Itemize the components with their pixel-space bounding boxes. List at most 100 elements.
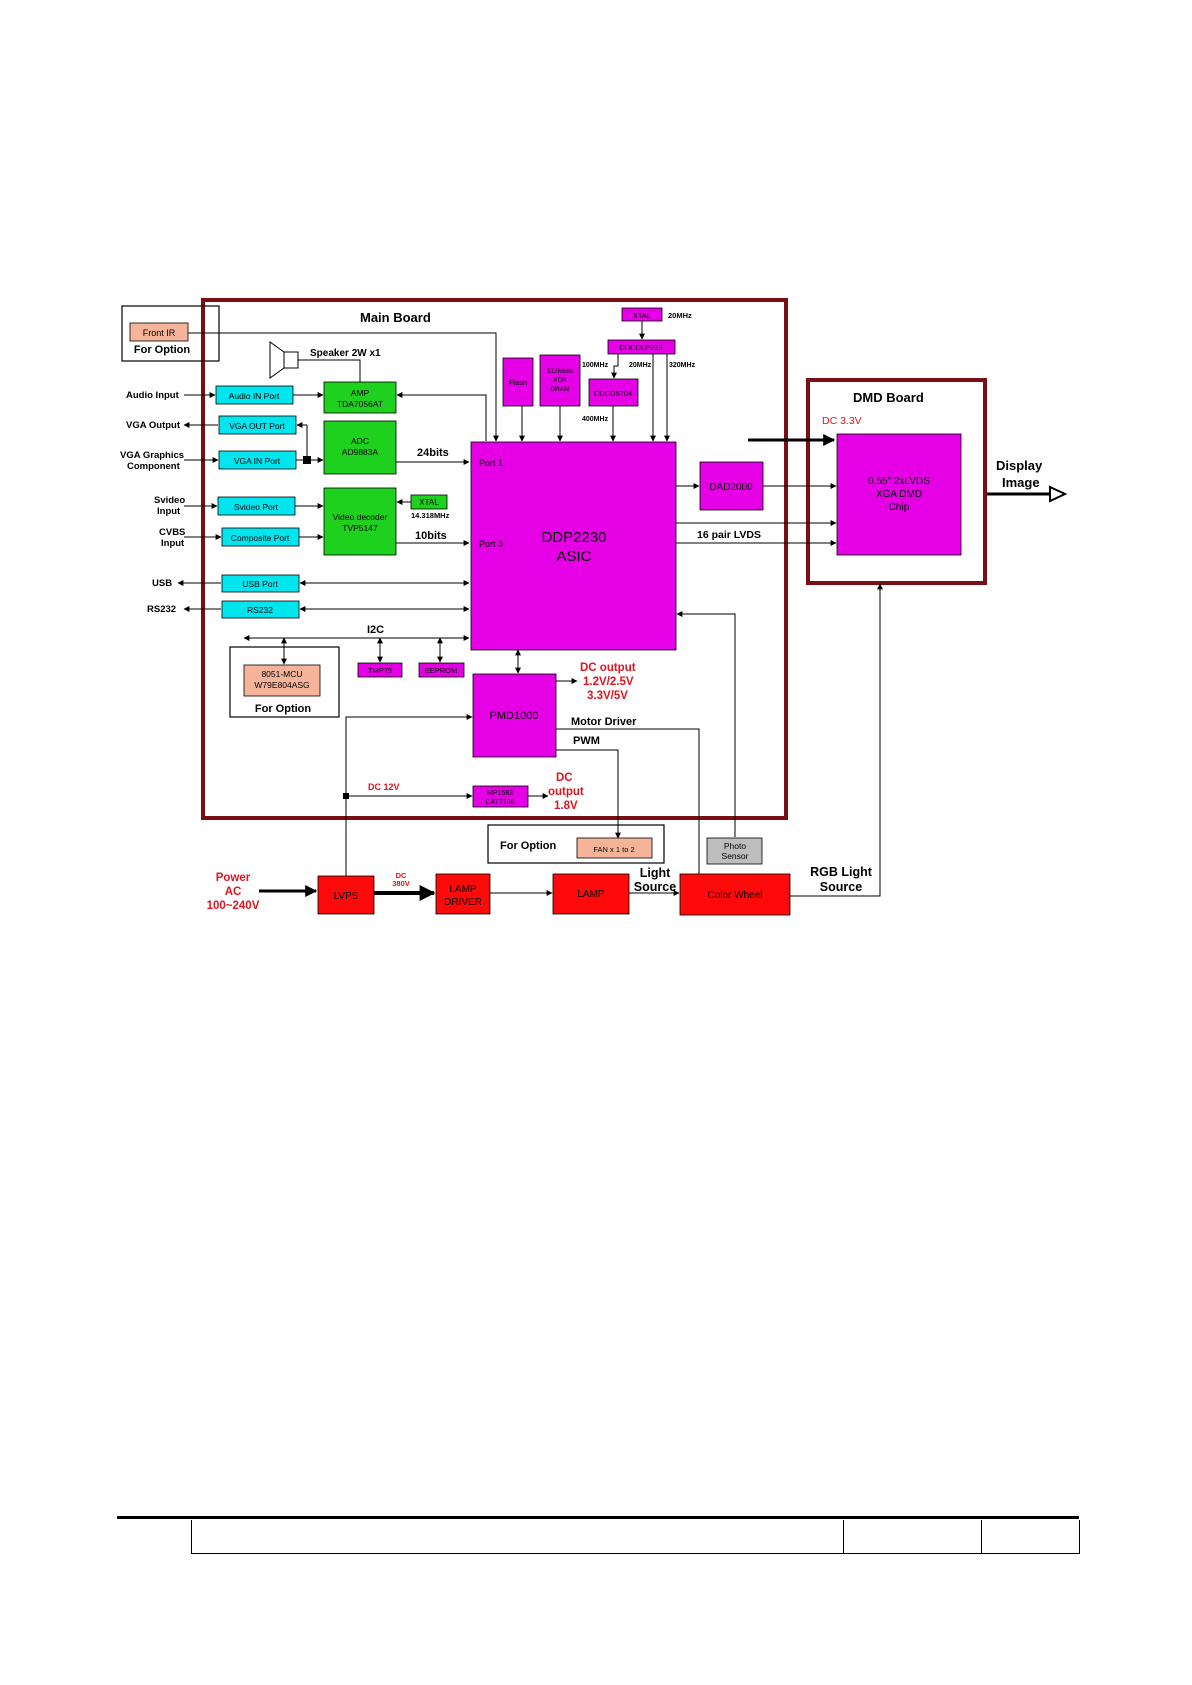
dc-output-2-a: DC	[556, 772, 573, 784]
pwm-line	[556, 749, 621, 839]
display-label-2: Image	[1002, 475, 1040, 490]
front-ir-label: Front IR	[143, 328, 176, 338]
flash-block	[502, 357, 534, 407]
usb-port-label: USB Port	[242, 579, 278, 589]
rgb-label-2: Source	[820, 880, 862, 894]
svideo-label: Svideo	[154, 495, 185, 506]
lvds16-label: 16 pair LVDS	[697, 529, 761, 541]
dc-output-1-v1: 1.2V/2.5V	[583, 676, 634, 688]
lamp-label: LAMP	[577, 889, 605, 900]
main-board-label: Main Board	[360, 310, 431, 325]
rgb-light-line	[790, 583, 883, 897]
color-wheel-block	[679, 873, 791, 916]
xtal-top-freq: 20MHz	[668, 311, 692, 320]
dc-output-1-v2: 3.3V/5V	[587, 690, 628, 702]
bits10-label: 10bits	[415, 530, 447, 542]
vga-switch-node	[303, 456, 311, 464]
vga-graphics-label: VGA Graphics	[120, 450, 184, 461]
main-board-outline	[201, 298, 788, 820]
dmd-chip-label-2: XGA DMD	[876, 489, 922, 500]
front-ir-for-option: For Option	[134, 344, 190, 356]
ddr-block	[539, 354, 581, 407]
mp1583-label-2: CAT7106	[485, 799, 514, 806]
dmd-board-label: DMD Board	[853, 390, 924, 405]
freq-20-label: 20MHz	[629, 362, 652, 369]
mcu-label-2: W79E804ASG	[254, 680, 309, 690]
adc-block	[323, 420, 397, 475]
vga-out-port-label: VGA OUT Port	[229, 421, 285, 431]
svideo-input-label: Input	[157, 506, 181, 517]
dc380-label-1: DC	[396, 871, 407, 880]
mcu-option-frame	[229, 646, 340, 718]
video-decoder-label-1: Video decoder	[333, 512, 388, 522]
front-ir-line	[188, 332, 499, 442]
cdcdlp-to-cdcd5704	[611, 354, 619, 379]
eeprom-block	[418, 662, 465, 678]
freq-400-label: 400MHz	[582, 416, 609, 423]
fan-option-frame	[487, 824, 665, 864]
fan-block	[576, 837, 653, 859]
photo-sensor-label-2: Sensor	[722, 851, 749, 861]
xtal-small-label: XTAL	[419, 498, 439, 507]
light-source-label-2: Source	[634, 880, 676, 894]
ddr-label-3: DRAM	[550, 386, 569, 393]
dmd-chip-block	[836, 433, 962, 556]
dad2000-block	[699, 461, 764, 511]
bits24-label: 24bits	[417, 447, 449, 459]
color-wheel-label: Color Wheel	[707, 890, 762, 901]
lamp-driver-block	[435, 873, 491, 915]
rs232-label: RS232	[147, 604, 176, 615]
tmp75-block	[357, 662, 403, 678]
dmd-chip-label-1: 0.55" 2xLVDS	[868, 476, 930, 487]
cvbs-input-label: Input	[161, 538, 185, 549]
mcu-block	[243, 664, 321, 697]
dc12v-node	[343, 793, 349, 799]
dc380-label-2: 380V	[392, 879, 410, 888]
display-label-1: Display	[996, 458, 1043, 473]
lamp-block	[552, 873, 630, 915]
amp-label-1: AMP	[351, 388, 370, 398]
mcu-for-option: For Option	[255, 703, 311, 715]
dmd-chip-label-3: Chip	[889, 502, 910, 513]
lvps-label: LVPS	[334, 891, 359, 902]
speaker-label: Speaker 2W x1	[310, 348, 381, 359]
rs232-port-block	[221, 600, 300, 619]
amp-block	[323, 381, 397, 414]
xtal-small-freq: 14.318MHz	[411, 511, 450, 520]
composite-port-label: Composite Port	[231, 533, 290, 543]
power-label-3: 100~240V	[207, 900, 260, 912]
port1-label: Port 1	[479, 458, 503, 468]
video-decoder-label-2: TVP5147	[342, 523, 378, 533]
dc33-label: DC 3.3V	[822, 415, 862, 427]
usb-port-block	[221, 574, 300, 593]
adc-label-1: ADC	[351, 436, 369, 446]
photo-sensor-line	[676, 611, 736, 837]
dad2000-label: DAD2000	[709, 482, 753, 493]
rgb-label-1: RGB Light	[810, 865, 873, 879]
vga-out-port-block	[218, 415, 297, 435]
footer-cell-right	[982, 1520, 1079, 1553]
dc12v-label: DC 12V	[368, 782, 400, 792]
pmd1000-label: PMD1000	[490, 710, 539, 722]
port3-label: Port 3	[479, 539, 503, 549]
pmd1000-block	[472, 673, 557, 758]
lamp-driver-label-1: LAMP	[449, 884, 477, 895]
ddr-label-1: 512Mbits	[547, 368, 574, 375]
speaker-icon	[283, 351, 299, 369]
footer-rule	[117, 1516, 1079, 1519]
fan-label: FAN x 1 to 2	[593, 845, 634, 854]
audio-in-port-label: Audio IN Port	[229, 391, 280, 401]
cdcd5704-label: CDCD5704	[594, 389, 632, 398]
amp-to-speaker-line	[298, 359, 361, 382]
mp1583-label-1: MP1583	[487, 790, 513, 797]
flash-label: Flash	[509, 378, 527, 387]
video-decoder-block	[323, 487, 397, 556]
motor-driver-line	[556, 728, 702, 889]
dmd-board-outline	[806, 378, 987, 585]
speaker-cone-icon	[269, 341, 285, 379]
cvbs-label: CVBS	[159, 527, 185, 538]
footer-cell-title	[192, 1520, 844, 1553]
asic-label-1: DDP2230	[541, 529, 606, 546]
asic-label-2: ASIC	[556, 548, 591, 565]
